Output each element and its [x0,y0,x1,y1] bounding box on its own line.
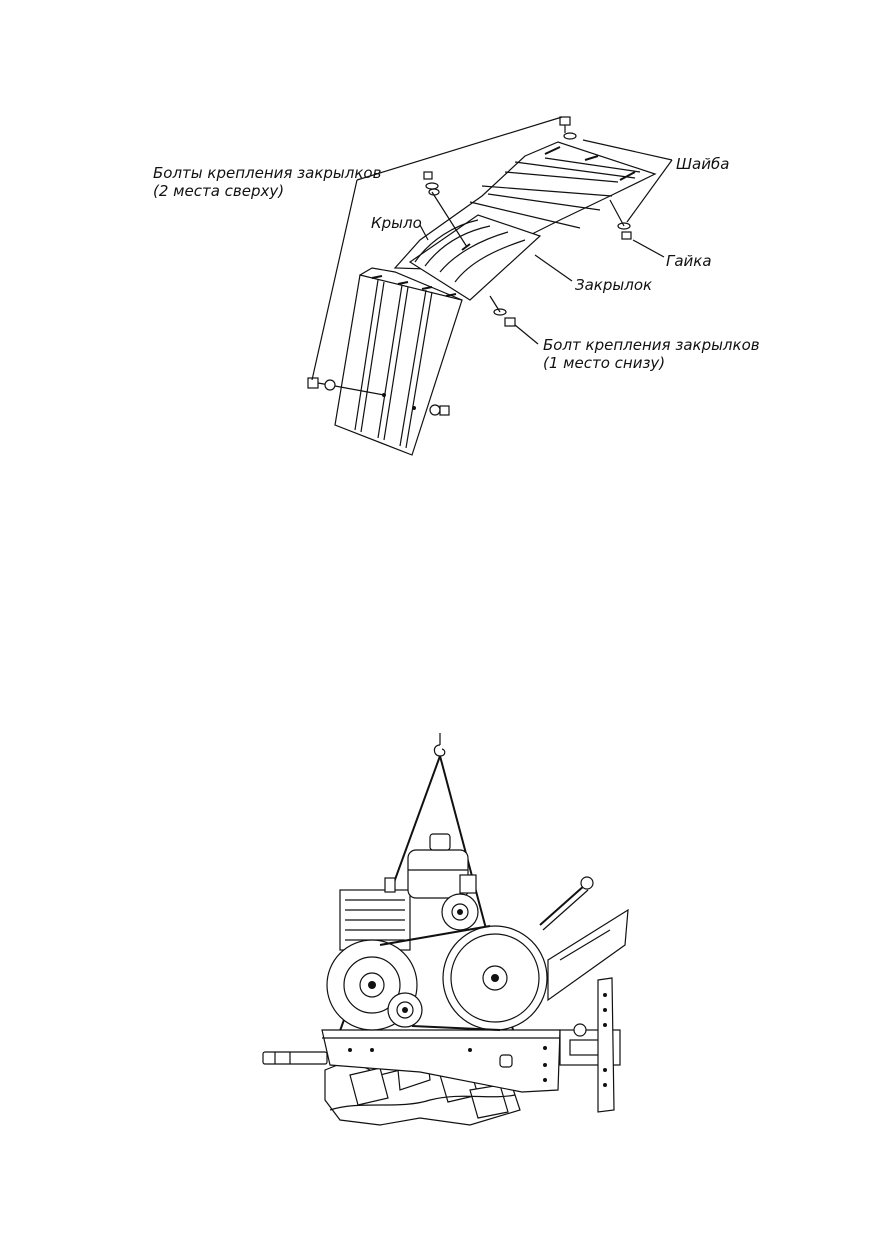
idler-pulley [387,992,423,1028]
fender-front-section [334,267,463,456]
washer-and-nut-right [617,222,632,240]
label-bolts-top-line2: (2 места сверху) [153,182,284,200]
label-nut: Гайка [666,252,712,270]
gear-lever [539,876,594,931]
tiller-tines [324,1034,521,1126]
nut-front-right [429,404,450,416]
fender-flap [408,214,542,301]
crane-hook-icon [433,733,446,757]
label-bolt-bottom-line2: (1 место снизу) [543,354,665,372]
bolt-bottom-middle [493,308,516,327]
bolt-top-right [559,116,577,140]
depth-bar [597,977,615,1113]
fender-assembly-diagram: Болты крепления закрылков (2 места сверх… [153,116,760,456]
front-handle [262,1051,328,1065]
upper-pulley [441,893,479,931]
label-bolt-bottom-line1: Болт крепления закрылков [543,336,760,354]
fasteners [307,116,632,416]
leader-lines [311,116,673,381]
label-wing: Крыло [371,214,422,232]
lifting-diagram [262,733,629,1126]
label-washer: Шайба [676,155,729,173]
drive-belt [379,925,501,1031]
label-flap: Закрылок [575,276,652,294]
bolt-top-left [423,171,440,196]
drive-pulley [442,925,548,1031]
engine [339,877,411,951]
frame-beam [321,1029,561,1093]
label-bolts-top-line1: Болты крепления закрылков [153,164,382,182]
rear-guard [547,908,629,1002]
fuel-tank [407,833,477,899]
